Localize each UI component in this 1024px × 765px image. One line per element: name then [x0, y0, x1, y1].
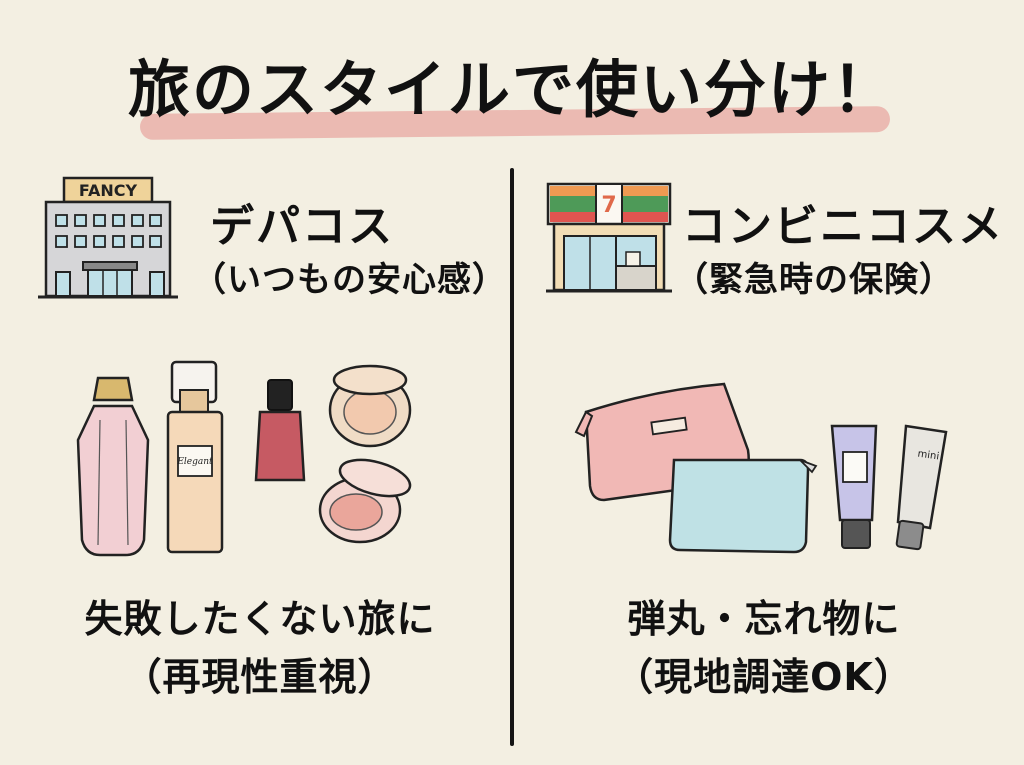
center-divider [510, 168, 514, 746]
nail-polish-icon [254, 379, 306, 482]
luxury-cosmetics-illustration: Elegant [60, 350, 440, 574]
conbini-caption: 弾丸・忘れ物に （現地調達OK） [514, 590, 1014, 706]
depacos-caption: 失敗したくない旅に （再現性重視） [10, 590, 510, 706]
tube-label: mini [917, 449, 940, 463]
depacos-caption-line1: 失敗したくない旅に [84, 597, 436, 641]
perfume-bottle-icon [76, 376, 150, 557]
depacos-panel: FANCY デパコス （いつもの安心感） [0, 160, 506, 760]
depacos-heading: デパコス [210, 201, 394, 252]
purple-tube-icon [830, 424, 878, 549]
blush-compact-icon [318, 458, 412, 544]
store-sign-text: FANCY [79, 181, 138, 200]
convenience-store-icon: 7 [544, 180, 674, 299]
conbini-panel: 7 コンビニコスメ （緊急時の保険） [524, 160, 1024, 760]
conbini-caption-line1: 弾丸・忘れ物に [627, 597, 901, 641]
depacos-caption-line2: （再現性重視） [123, 655, 397, 699]
convenience-cosmetics-illustration: mini [564, 370, 964, 574]
conbini-heading: コンビニコスメ [682, 201, 1004, 252]
mini-tube-icon: mini [895, 424, 948, 551]
depacos-subheading: （いつもの安心感） [192, 260, 507, 300]
blue-pouch-icon [668, 458, 818, 554]
store-sign-text: 7 [601, 193, 616, 218]
spray-bottle-icon: Elegant [166, 360, 224, 554]
department-store-icon: FANCY [36, 170, 181, 304]
cushion-compact-icon [328, 364, 412, 448]
bottle-label: Elegant [176, 457, 213, 467]
conbini-caption-line2: （現地調達OK） [615, 655, 913, 699]
title-area: 旅のスタイルで使い分け！ [0, 40, 1024, 140]
page-title: 旅のスタイルで使い分け！ [127, 53, 896, 126]
conbini-subheading: （緊急時の保険） [674, 260, 954, 300]
